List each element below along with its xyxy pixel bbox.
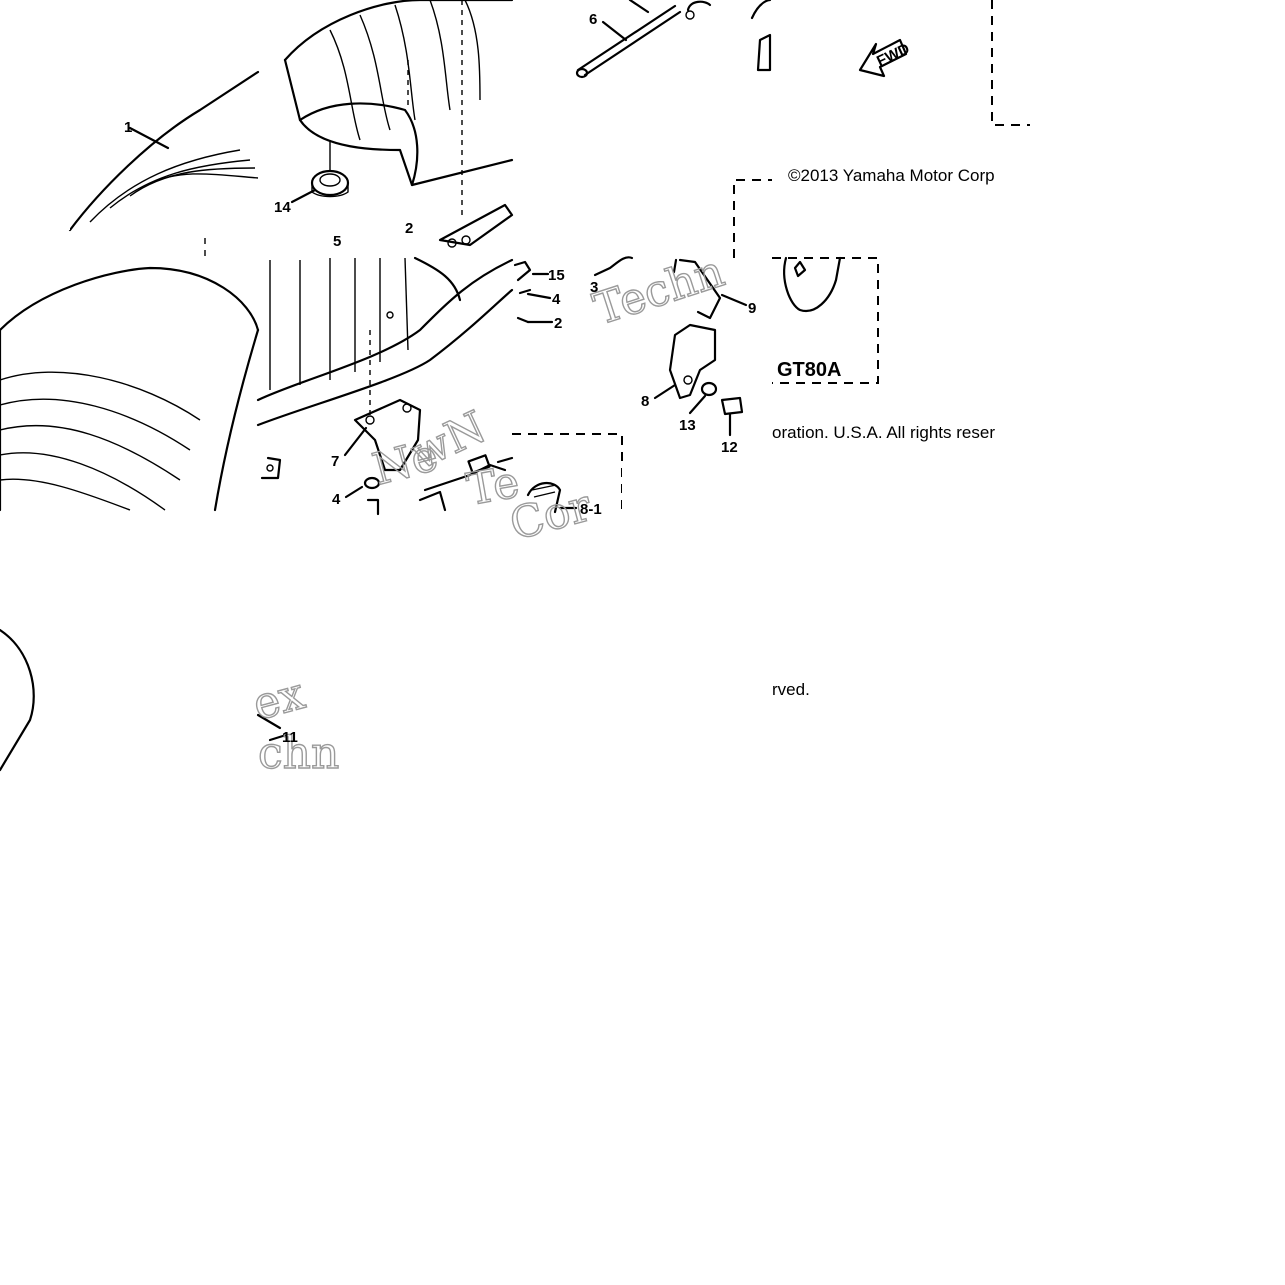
seat-right-drawing xyxy=(256,0,514,427)
callout-12: 12 xyxy=(721,439,738,456)
callout-3: 3 xyxy=(590,279,598,296)
svg-text:Techn: Techn xyxy=(588,246,731,336)
svg-text:ex: ex xyxy=(248,668,310,730)
callout-11: 11 xyxy=(282,729,298,746)
hinge-parts xyxy=(513,256,634,324)
copyright-mid: oration. U.S.A. All rights reser xyxy=(772,423,995,442)
copyright-text: ©2013 Yamaha Motor Corp oration. U.S.A. … xyxy=(772,166,995,699)
callout-8-1: 8-1 xyxy=(580,501,602,518)
callout-7: 7 xyxy=(331,453,339,470)
callout-8: 8 xyxy=(641,393,649,410)
callout-2b: 2 xyxy=(554,315,562,332)
bracket-8-9-part xyxy=(653,258,748,437)
callout-14: 14 xyxy=(274,199,291,216)
svg-text:FWD: FWD xyxy=(874,40,912,70)
callout-4: 4 xyxy=(552,291,561,308)
svg-text:GT80A: GT80A xyxy=(777,359,841,381)
callout-13: 13 xyxy=(679,417,696,434)
callout-4b: 4 xyxy=(332,491,341,508)
fwd-arrow-icon: FWD xyxy=(858,38,912,78)
shaft-6-part xyxy=(575,0,712,79)
callout-9: 9 xyxy=(748,300,756,317)
latch-part xyxy=(750,0,772,72)
copyright-top: ©2013 Yamaha Motor Corp xyxy=(788,166,995,185)
callout-2: 2 xyxy=(405,220,413,237)
callout-labels: 1 14 5 2 6 15 4 2 3 9 8 13 12 7 4 8-1 11 xyxy=(124,11,756,746)
bolt-11-part xyxy=(256,713,288,742)
detail-box-gt80a: GT80A xyxy=(733,179,879,384)
copyright-end: rved. xyxy=(772,680,810,699)
svg-text:Ne: Ne xyxy=(368,430,444,496)
detail-box-top xyxy=(991,0,1030,126)
lock-assembly-part xyxy=(418,454,514,512)
bracket-7-part xyxy=(260,398,422,516)
svg-text:Te: Te xyxy=(463,457,523,516)
seat-left-drawing xyxy=(0,70,260,772)
callout-6: 6 xyxy=(589,11,597,28)
callout-15: 15 xyxy=(548,267,565,284)
callout-1: 1 xyxy=(124,119,132,136)
callout-5: 5 xyxy=(333,233,341,250)
grommet-part xyxy=(290,140,350,204)
